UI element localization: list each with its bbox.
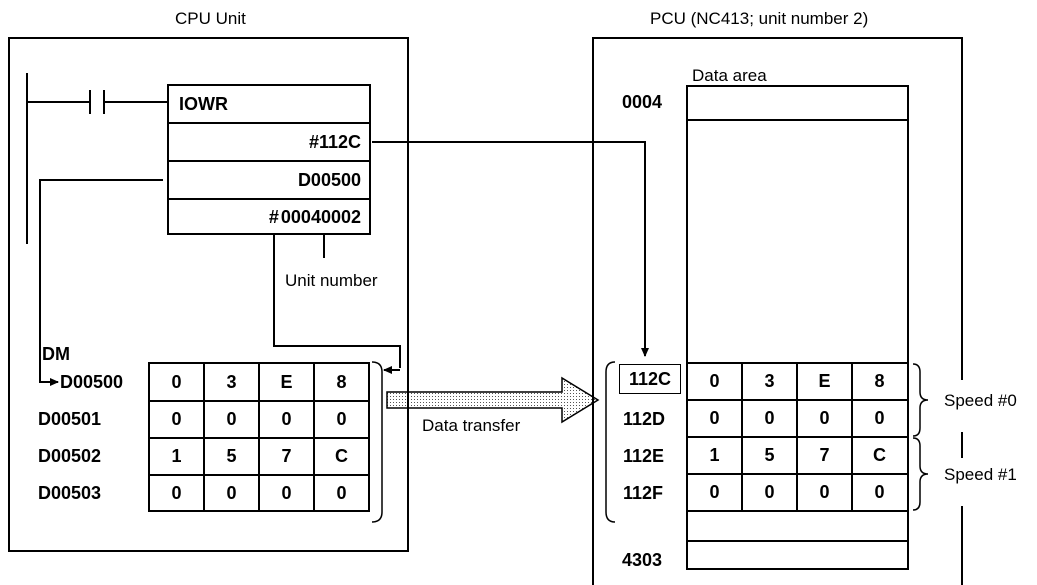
pcu-digit: 0 [764,482,775,502]
data-area-col-divider [796,362,798,512]
dm-col-divider [313,364,315,510]
iowr-instruction-block: IOWR #112C D00500 # 0004 0002 [167,84,371,235]
dm-digit: 7 [281,446,292,466]
speed0-label: Speed #0 [942,391,1019,410]
pcu-digit: 0 [709,408,720,428]
data-area-col-divider [851,362,853,512]
speed1-brace [912,437,929,511]
dm-digit: 0 [171,372,182,392]
pcu-digit: 0 [709,482,720,502]
operand1-row: #112C [169,122,369,160]
operand3-right: 0002 [320,207,361,227]
speed1-label: Speed #1 [942,465,1019,484]
dm-digit: 8 [336,372,347,392]
pcu-addr: 112E [623,446,665,466]
address-arrow [372,141,649,357]
pcu-digit: 8 [874,371,885,391]
dm-digit: 0 [226,409,237,429]
pcu-digit: 0 [819,408,830,428]
instruction-name: IOWR [179,93,228,114]
dm-digit: 0 [336,483,347,503]
pcu-digit: 0 [764,408,775,428]
pcu-digit: 0 [874,408,885,428]
pcu-top-addr: 0004 [622,92,663,112]
speed0-brace [912,363,929,437]
dm-digit: 0 [171,409,182,429]
dm-digit: 0 [226,483,237,503]
pcu-digit: C [873,445,886,465]
pcu-title: PCU (NC413; unit number 2) [650,9,869,28]
operand3-left: 0004 [280,207,321,227]
dm-digit: 0 [171,483,182,503]
pcu-left-brace [605,361,616,523]
dm-digit: 0 [336,409,347,429]
dm-addr-1: D00501 [38,409,102,429]
pcu-bottom-addr: 4303 [622,550,663,570]
dm-addr-3: D00503 [38,483,102,503]
pcu-addr: 112D [623,409,666,429]
dm-digit: E [280,372,293,392]
pcu-digit: E [818,371,831,391]
operand2-row: D00500 [169,160,369,198]
dm-digit: 1 [171,446,182,466]
dm-col-divider [258,364,260,510]
pcu-frame [592,37,963,585]
unit-number-callout [281,266,403,298]
pcu-digit: 1 [709,445,720,465]
pcu-addr: 112F [623,483,664,503]
dm-label: DM [42,344,70,364]
operand3-row: # 0004 0002 [169,198,369,235]
operand3-prefix: # [268,207,279,227]
dm-digit: 5 [226,446,237,466]
dm-addr-0: D00500 [60,372,124,392]
data-transfer-label: Data transfer [422,416,521,435]
pcu-digit: 0 [819,482,830,502]
operand1-value: #112C [308,131,361,152]
pcu-digit: 7 [819,445,830,465]
data-area-col-divider [741,362,743,512]
dm-table: 0 3 E 8 0 0 0 0 1 5 7 C 0 0 0 0 [148,362,370,512]
data-area-label: Data area [692,66,767,85]
dm-right-brace [371,361,383,523]
dm-digit: C [335,446,348,466]
dm-addr-2: D00502 [38,446,102,466]
data-area-divider [688,119,907,121]
cpu-unit-title: CPU Unit [175,9,246,28]
dm-digit: 0 [281,483,292,503]
pcu-digit: 3 [764,371,775,391]
pcu-digit: 0 [874,482,885,502]
word-count-line [273,227,401,368]
operand3-value: # 0004 0002 [169,200,369,235]
pcu-digit: 0 [709,371,720,391]
data-transfer-arrow [386,376,600,424]
cpu-unit-frame [8,37,409,552]
pcu-digit: 5 [764,445,775,465]
operand2-value: D00500 [297,169,361,190]
pcu-data-area: 0 3 E 8 0 0 0 0 1 5 7 C 0 0 0 0 [686,85,909,570]
dm-col-divider [203,364,205,510]
unit-number-label: Unit number [285,271,378,290]
data-area-divider [688,540,907,542]
operand-pointer-line [39,179,163,386]
dm-digit: 3 [226,372,237,392]
dm-digit: 0 [281,409,292,429]
pcu-addr-highlight: 112C [619,364,681,394]
